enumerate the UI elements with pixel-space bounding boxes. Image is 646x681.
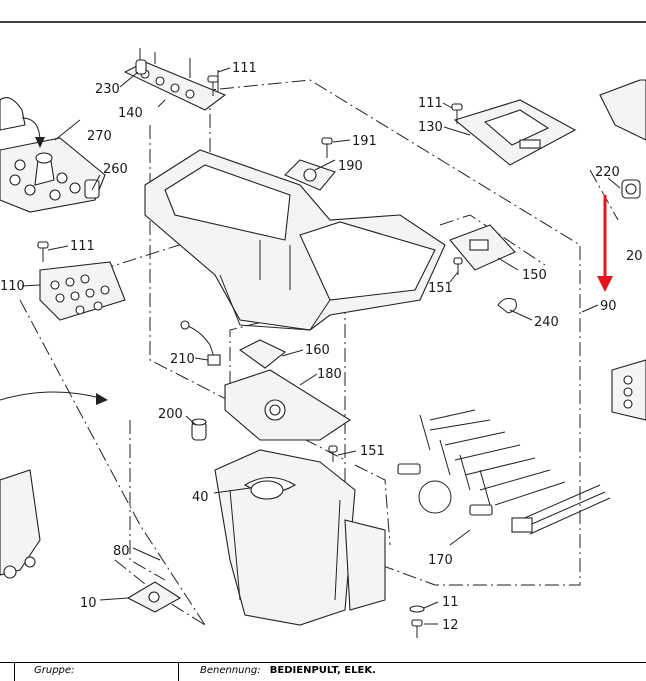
machine-thumbnail xyxy=(0,469,41,579)
callout-80: 80 xyxy=(113,544,130,559)
callout-110: 110 xyxy=(0,279,25,294)
callout-240: 240 xyxy=(534,315,559,330)
red-arrow-90 xyxy=(597,195,613,292)
callout-20: 20 xyxy=(626,249,643,264)
callout-210: 210 xyxy=(170,352,195,367)
callout-151: 151 xyxy=(428,281,453,296)
part-11-washer xyxy=(409,605,425,613)
screw-111-c xyxy=(451,103,463,124)
part-220-connector xyxy=(621,179,641,199)
screw-151-a xyxy=(453,257,463,275)
part-140-strip xyxy=(123,48,227,111)
callout-150: 150 xyxy=(522,268,547,283)
part-240-clip xyxy=(497,297,517,314)
callout-10: 10 xyxy=(80,596,97,611)
part-10-plate xyxy=(126,581,182,613)
callout-90: 90 xyxy=(600,299,617,314)
callout-111: 111 xyxy=(70,239,95,254)
screw-151-b xyxy=(328,445,338,462)
part-40-ring xyxy=(250,480,284,500)
callout-200: 200 xyxy=(158,407,183,422)
name-field: Benennung: BEDIENPULT, ELEK. xyxy=(200,665,376,676)
part-right-cover xyxy=(599,79,646,141)
callout-190: 190 xyxy=(338,159,363,174)
arrow-head xyxy=(35,137,45,148)
callout-270: 270 xyxy=(87,129,112,144)
exploded-parts-diagram: 230 111 140 270 260 111 110 191 190 111 … xyxy=(0,21,646,638)
screw-111-b xyxy=(37,241,49,262)
curved-arrow xyxy=(0,391,101,401)
callout-220: 220 xyxy=(595,165,620,180)
callout-130: 130 xyxy=(418,120,443,135)
screw-111-a xyxy=(207,75,219,96)
callout-11: 11 xyxy=(442,595,459,610)
part-12-screw xyxy=(411,619,423,638)
part-170-harness xyxy=(397,409,611,535)
part-110-plate xyxy=(39,261,126,321)
callout-230: 230 xyxy=(95,82,120,97)
callout-111: 111 xyxy=(418,96,443,111)
part-200-knob xyxy=(191,418,207,441)
callout-191: 191 xyxy=(352,134,377,149)
title-block: Gruppe: Benennung: BEDIENPULT, ELEK. xyxy=(0,662,646,681)
pedestal-housing xyxy=(214,449,386,626)
console-housing xyxy=(144,149,446,331)
curved-arrow-head xyxy=(96,393,108,405)
part-160-module xyxy=(238,339,287,369)
part-180-plate xyxy=(224,369,352,441)
name-label: Benennung: xyxy=(200,665,261,676)
callout-260: 260 xyxy=(103,162,128,177)
part-joystick-plate xyxy=(0,97,106,213)
leader-lines xyxy=(21,67,621,625)
group-field: Gruppe: xyxy=(34,665,80,676)
part-190-plate xyxy=(284,159,336,191)
callout-111: 111 xyxy=(232,61,257,76)
callout-180: 180 xyxy=(317,367,342,382)
screw-191 xyxy=(321,137,333,158)
callout-40: 40 xyxy=(192,490,209,505)
name-value: BEDIENPULT, ELEK. xyxy=(269,665,376,676)
part-130-display xyxy=(453,99,577,166)
part-right-plate xyxy=(611,359,646,421)
group-label: Gruppe: xyxy=(34,665,75,676)
callout-151: 151 xyxy=(360,444,385,459)
callouts: 230 111 140 270 260 111 110 191 190 111 … xyxy=(0,61,643,633)
callout-12: 12 xyxy=(442,618,459,633)
callout-170: 170 xyxy=(428,553,453,568)
callout-140: 140 xyxy=(118,106,143,121)
callout-160: 160 xyxy=(305,343,330,358)
